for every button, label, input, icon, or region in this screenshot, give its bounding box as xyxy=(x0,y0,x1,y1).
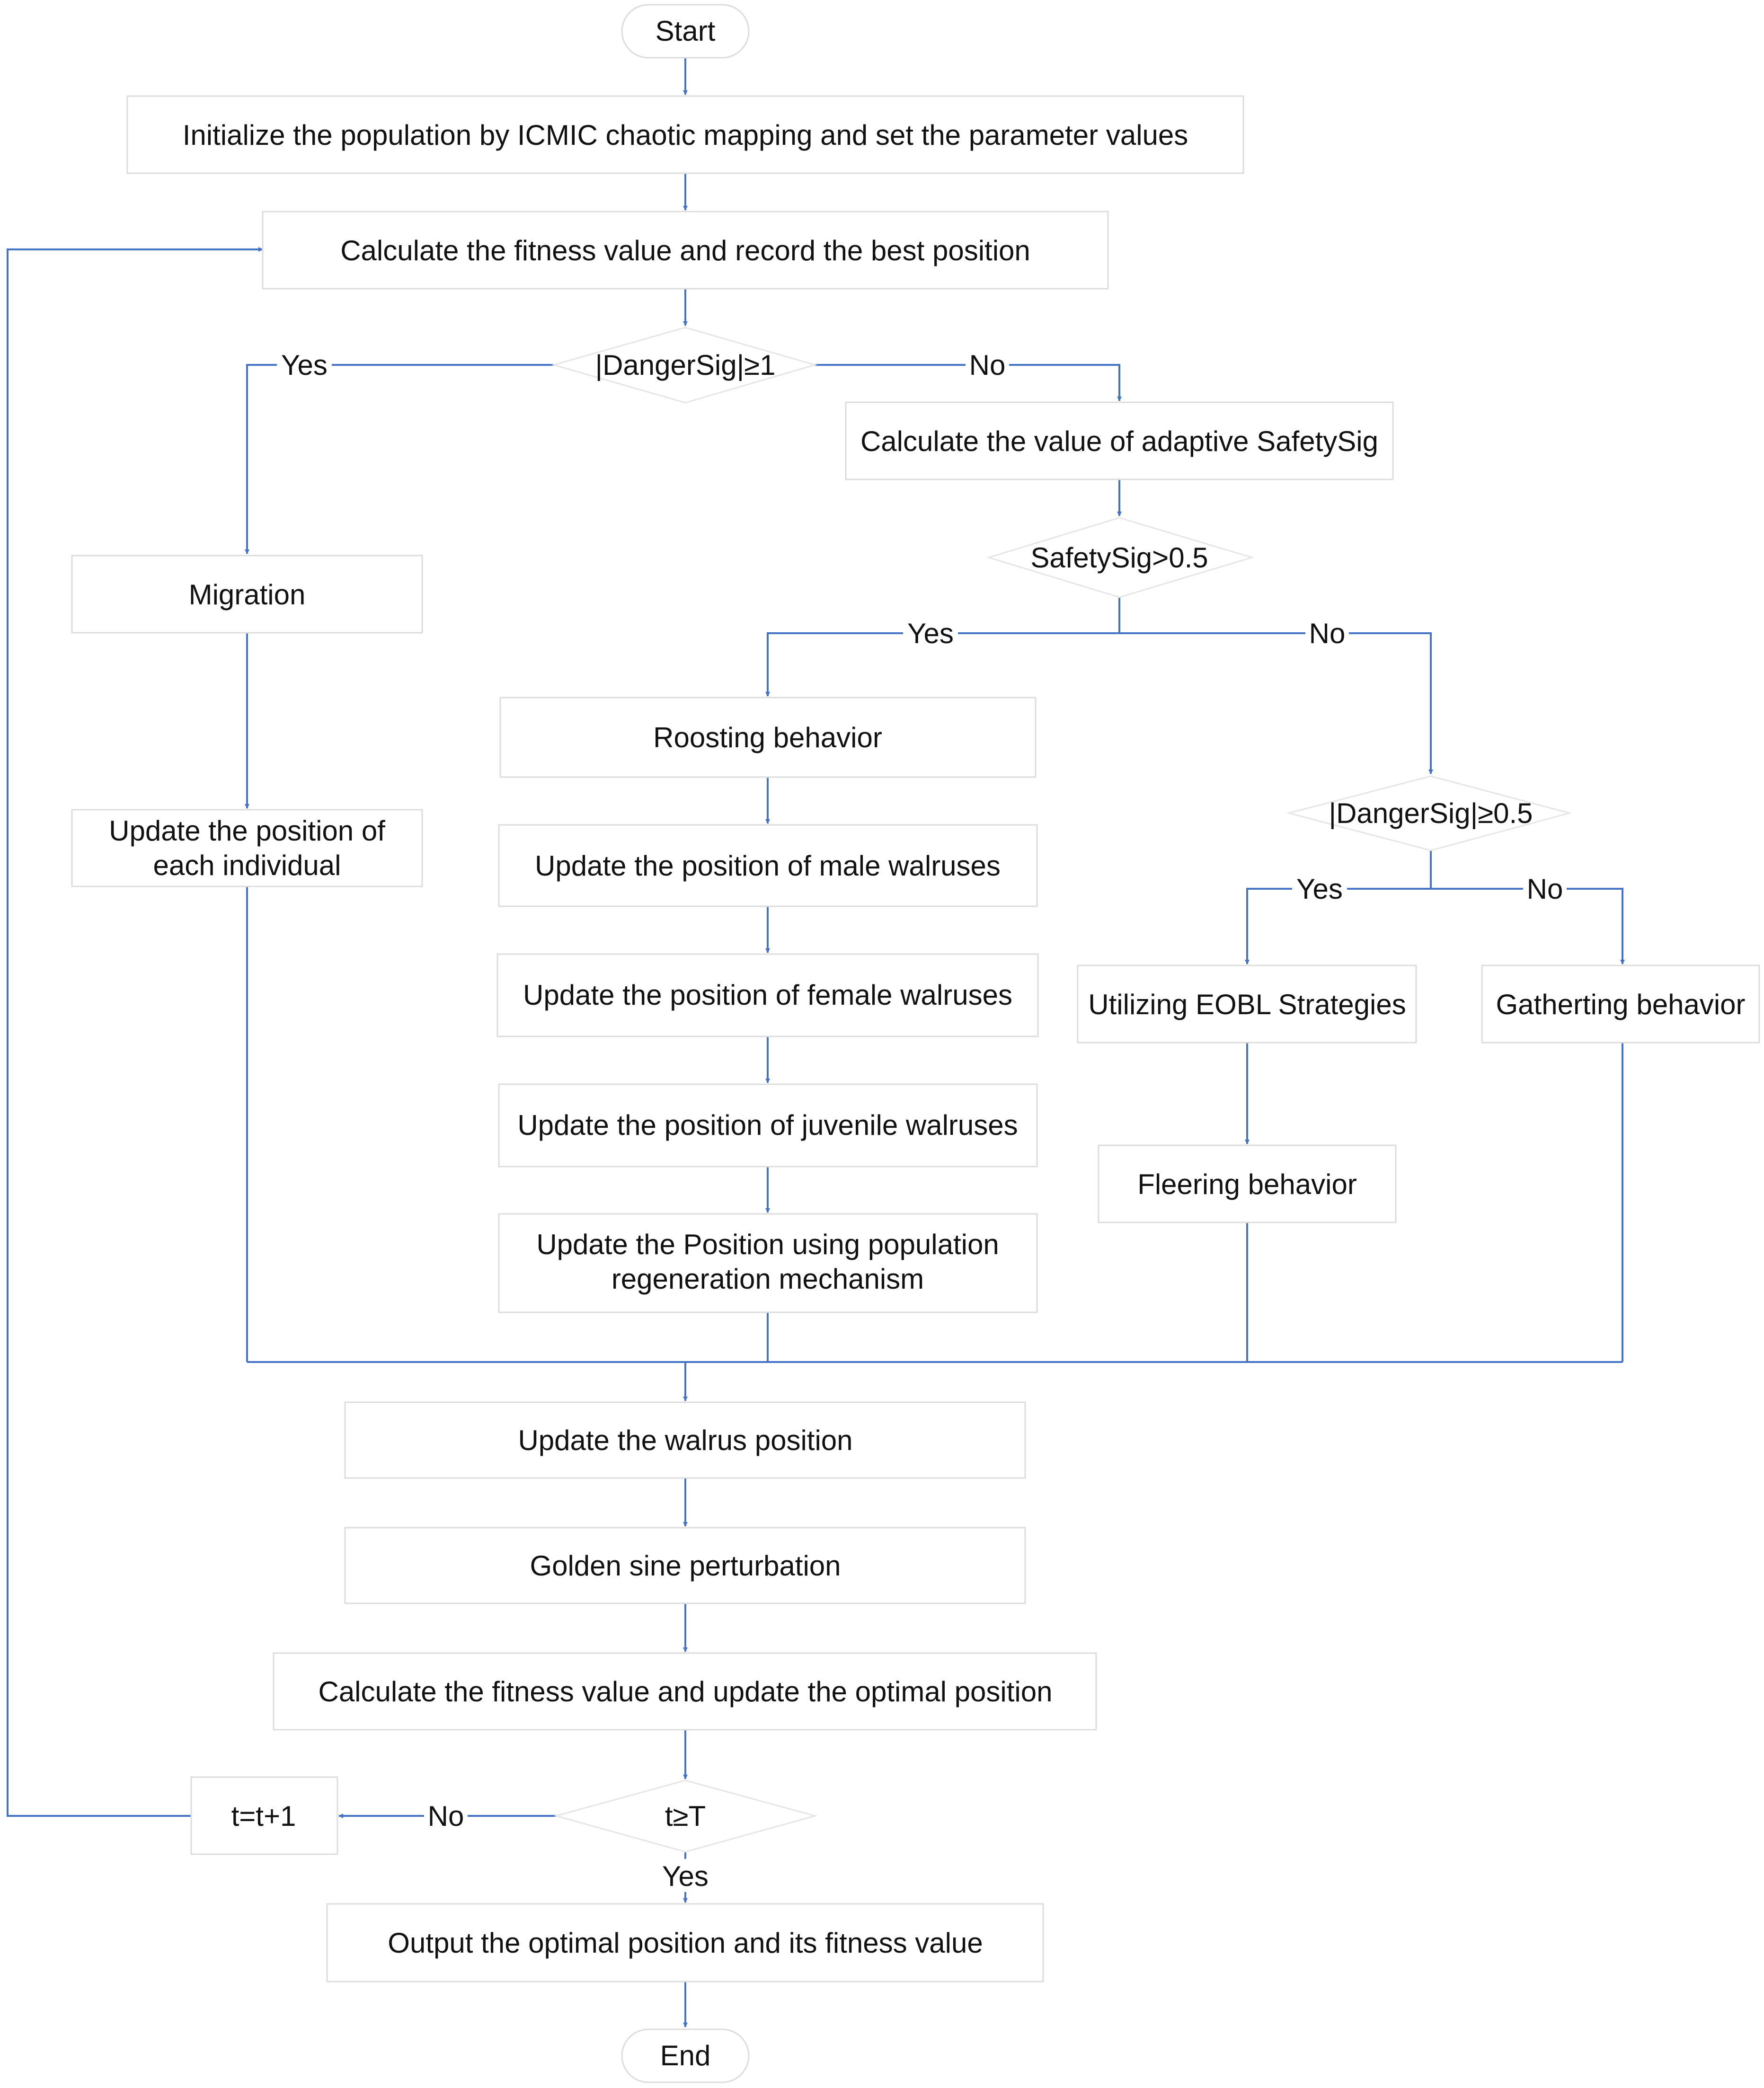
danger2-no-label: No xyxy=(1527,873,1563,905)
regen-label-line2: regeneration mechanism xyxy=(612,1263,924,1295)
t-yes-label: Yes xyxy=(662,1860,709,1892)
eobl-box: Utilizing EOBL Strategies xyxy=(1077,964,1417,1044)
update-walrus-label: Update the walrus position xyxy=(518,1424,852,1456)
female-box: Update the position of female walruses xyxy=(496,953,1039,1037)
safety-yes-label: Yes xyxy=(907,618,954,649)
juvenile-box: Update the position of juvenile walruses xyxy=(498,1083,1038,1168)
edge-safety-yes xyxy=(765,632,1119,697)
output-box: Output the optimal position and its fitn… xyxy=(326,1903,1044,1982)
edge-loop-back xyxy=(7,247,263,1817)
gathering-label: Gatherting behavior xyxy=(1496,989,1746,1020)
init-label: Initialize the population by ICMIC chaot… xyxy=(183,119,1188,151)
update-each-label-line1: Update the position of xyxy=(109,815,385,847)
female-label: Update the position of female walruses xyxy=(523,979,1012,1011)
edge-danger-no xyxy=(815,364,1122,401)
start-label: Start xyxy=(656,15,716,47)
gathering-box: Gatherting behavior xyxy=(1481,964,1760,1044)
migration-box: Migration xyxy=(71,555,423,634)
calc-fitness-label: Calculate the fitness value and record t… xyxy=(340,235,1030,266)
t-increment-box: t=t+1 xyxy=(190,1776,338,1855)
t-check-diamond: t≥T xyxy=(553,1779,818,1853)
danger-check2-diamond: |DangerSig|≥0.5 xyxy=(1286,775,1572,851)
male-box: Update the position of male walruses xyxy=(498,824,1038,907)
calc-safety-label: Calculate the value of adaptive SafetySi… xyxy=(860,425,1378,457)
edge-labels: Yes No Yes No Yes No No Yes xyxy=(277,348,1567,1892)
male-label: Update the position of male walruses xyxy=(535,850,1001,882)
safety-check-label: SafetySig>0.5 xyxy=(1030,542,1208,574)
update-each-label-line2: each individual xyxy=(153,849,341,881)
edge-safety-no xyxy=(1119,632,1433,774)
eobl-label: Utilizing EOBL Strategies xyxy=(1088,989,1406,1020)
t-check-label: t≥T xyxy=(665,1800,706,1832)
start-node: Start xyxy=(621,4,750,59)
init-box: Initialize the population by ICMIC chaot… xyxy=(126,95,1244,174)
edge-danger2-no xyxy=(1431,888,1625,964)
calc-safety-box: Calculate the value of adaptive SafetySi… xyxy=(845,401,1394,480)
safety-check-diamond: SafetySig>0.5 xyxy=(986,517,1255,598)
t-increment-label: t=t+1 xyxy=(231,1800,296,1832)
output-label: Output the optimal position and its fitn… xyxy=(388,1927,983,1959)
calc-update-label: Calculate the fitness value and update t… xyxy=(318,1676,1052,1708)
migration-label: Migration xyxy=(189,579,306,610)
danger2-yes-label: Yes xyxy=(1296,873,1343,905)
edge-danger-yes xyxy=(245,364,554,554)
danger-check-label: |DangerSig|≥1 xyxy=(595,349,776,381)
connectors xyxy=(7,58,1625,2027)
roosting-box: Roosting behavior xyxy=(499,697,1037,778)
end-label: End xyxy=(660,2040,711,2071)
update-walrus-box: Update the walrus position xyxy=(344,1401,1026,1479)
juvenile-label: Update the position of juvenile walruses xyxy=(517,1109,1018,1141)
regen-label-line1: Update the Position using population xyxy=(536,1229,999,1260)
danger-no-label: No xyxy=(969,349,1006,381)
edge-danger2-yes xyxy=(1245,888,1431,964)
fleeing-label: Fleering behavior xyxy=(1137,1168,1357,1200)
danger-yes-label: Yes xyxy=(281,349,328,381)
calc-update-box: Calculate the fitness value and update t… xyxy=(273,1652,1097,1731)
regen-box: Update the Position using population reg… xyxy=(498,1213,1038,1313)
update-each-box: Update the position of each individual xyxy=(71,809,423,887)
danger-check-diamond: |DangerSig|≥1 xyxy=(551,327,818,404)
calc-fitness-box: Calculate the fitness value and record t… xyxy=(262,211,1109,290)
end-node: End xyxy=(621,2028,750,2083)
golden-sine-box: Golden sine perturbation xyxy=(344,1527,1026,1604)
t-no-label: No xyxy=(428,1800,464,1832)
fleeing-box: Fleering behavior xyxy=(1098,1144,1397,1223)
safety-no-label: No xyxy=(1309,618,1346,649)
danger-check2-label: |DangerSig|≥0.5 xyxy=(1329,797,1533,829)
golden-sine-label: Golden sine perturbation xyxy=(530,1550,841,1582)
roosting-label: Roosting behavior xyxy=(653,722,882,753)
